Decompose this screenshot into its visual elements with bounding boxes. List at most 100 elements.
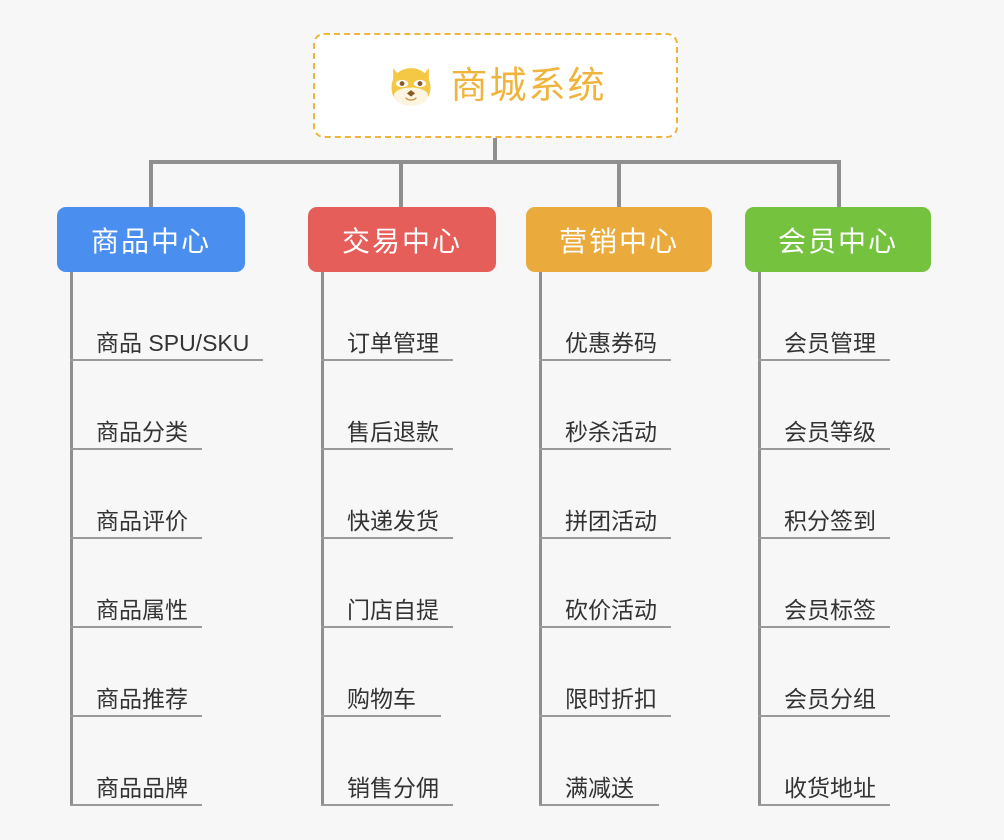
category-column-marketing: 营销中心 优惠券码 秒杀活动 拼团活动 砍价活动 — [526, 207, 746, 806]
category-header-label: 交易中心 — [341, 225, 462, 257]
list-item[interactable]: 商品分类 — [70, 361, 277, 450]
leaf-label: 收货地址 — [784, 774, 876, 801]
leaf-underline — [539, 448, 671, 450]
list-item[interactable]: 门店自提 — [321, 539, 528, 628]
leaf-underline — [539, 804, 659, 806]
leaf-label: 商品推荐 — [96, 685, 188, 712]
leaf-list-member: 会员管理 会员等级 积分签到 会员标签 会员分组 — [758, 272, 965, 806]
leaf-underline — [70, 359, 263, 361]
leaf-underline — [758, 626, 890, 628]
leaf-underline — [321, 448, 453, 450]
list-item[interactable]: 优惠券码 — [539, 272, 746, 361]
list-item[interactable]: 售后退款 — [321, 361, 528, 450]
leaf-label: 快递发货 — [347, 507, 439, 534]
list-item[interactable]: 商品 SPU/SKU — [70, 272, 277, 361]
leaf-underline — [70, 626, 202, 628]
category-header-trade[interactable]: 交易中心 — [308, 207, 496, 272]
category-header-label: 会员中心 — [777, 225, 898, 257]
category-column-member: 会员中心 会员管理 会员等级 积分签到 会员标签 — [745, 207, 965, 806]
leaf-label: 门店自提 — [347, 596, 439, 623]
root-node[interactable]: 商城系统 — [313, 33, 678, 138]
list-item[interactable]: 限时折扣 — [539, 628, 746, 717]
leaf-label: 销售分佣 — [347, 774, 439, 801]
leaf-underline — [539, 715, 671, 717]
leaf-list-marketing: 优惠券码 秒杀活动 拼团活动 砍价活动 限时折扣 — [539, 272, 746, 806]
category-column-trade: 交易中心 订单管理 售后退款 快递发货 门店自提 — [308, 207, 528, 806]
leaf-trunk-line — [70, 272, 73, 806]
list-item[interactable]: 砍价活动 — [539, 539, 746, 628]
leaf-underline — [758, 715, 890, 717]
leaf-label: 售后退款 — [347, 418, 439, 445]
list-item[interactable]: 收货地址 — [758, 717, 965, 806]
list-item[interactable]: 快递发货 — [321, 450, 528, 539]
root-stem-line — [493, 138, 497, 164]
leaf-list-product: 商品 SPU/SKU 商品分类 商品评价 商品属性 商品推荐 — [70, 272, 277, 806]
root-title: 商城系统 — [450, 65, 607, 106]
leaf-underline — [758, 804, 890, 806]
leaf-label: 积分签到 — [784, 507, 876, 534]
leaf-label: 秒杀活动 — [565, 418, 657, 445]
leaf-label: 优惠券码 — [565, 329, 657, 356]
list-item[interactable]: 会员等级 — [758, 361, 965, 450]
connector-drop-0 — [149, 160, 153, 207]
category-header-label: 商品中心 — [90, 225, 211, 257]
category-header-label: 营销中心 — [558, 225, 679, 257]
list-item[interactable]: 会员管理 — [758, 272, 965, 361]
leaf-label: 会员标签 — [784, 596, 876, 623]
leaf-label: 订单管理 — [347, 329, 439, 356]
leaf-label: 会员等级 — [784, 418, 876, 445]
leaf-trunk-line — [539, 272, 542, 806]
connector-drop-2 — [617, 160, 621, 207]
leaf-underline — [321, 626, 453, 628]
category-header-marketing[interactable]: 营销中心 — [526, 207, 712, 272]
leaf-underline — [70, 804, 202, 806]
leaf-underline — [758, 537, 890, 539]
connector-drop-3 — [837, 160, 841, 207]
list-item[interactable]: 秒杀活动 — [539, 361, 746, 450]
list-item[interactable]: 积分签到 — [758, 450, 965, 539]
leaf-underline — [70, 715, 202, 717]
leaf-underline — [539, 359, 671, 361]
leaf-trunk-line — [321, 272, 324, 806]
list-item[interactable]: 商品推荐 — [70, 628, 277, 717]
leaf-label: 砍价活动 — [565, 596, 657, 623]
list-item[interactable]: 会员分组 — [758, 628, 965, 717]
leaf-underline — [758, 448, 890, 450]
leaf-trunk-line — [758, 272, 761, 806]
leaf-label: 商品属性 — [96, 596, 188, 623]
list-item[interactable]: 商品品牌 — [70, 717, 277, 806]
shiba-dog-face-icon — [391, 67, 430, 105]
leaf-label: 会员管理 — [784, 329, 876, 356]
leaf-label: 拼团活动 — [565, 507, 657, 534]
category-header-member[interactable]: 会员中心 — [745, 207, 931, 272]
category-header-product[interactable]: 商品中心 — [57, 207, 245, 272]
leaf-label: 会员分组 — [784, 685, 876, 712]
connector-bus-line — [149, 160, 841, 164]
leaf-underline — [539, 537, 671, 539]
category-column-product: 商品中心 商品 SPU/SKU 商品分类 商品评价 商品属性 — [57, 207, 277, 806]
leaf-underline — [70, 537, 202, 539]
leaf-label: 商品 SPU/SKU — [96, 329, 250, 356]
leaf-label: 商品品牌 — [96, 774, 188, 801]
list-item[interactable]: 拼团活动 — [539, 450, 746, 539]
leaf-label: 商品分类 — [96, 418, 188, 445]
connector-drop-1 — [399, 160, 403, 207]
list-item[interactable]: 商品评价 — [70, 450, 277, 539]
leaf-underline — [321, 537, 453, 539]
leaf-underline — [321, 359, 453, 361]
list-item[interactable]: 会员标签 — [758, 539, 965, 628]
leaf-underline — [539, 626, 671, 628]
leaf-underline — [70, 448, 202, 450]
leaf-underline — [321, 804, 453, 806]
leaf-underline — [758, 359, 890, 361]
list-item[interactable]: 订单管理 — [321, 272, 528, 361]
category-columns: 商品中心 商品 SPU/SKU 商品分类 商品评价 商品属性 — [0, 207, 1004, 840]
list-item[interactable]: 销售分佣 — [321, 717, 528, 806]
leaf-label: 满减送 — [565, 774, 634, 801]
leaf-label: 限时折扣 — [565, 685, 657, 712]
list-item[interactable]: 商品属性 — [70, 539, 277, 628]
leaf-list-trade: 订单管理 售后退款 快递发货 门店自提 购物车 — [321, 272, 528, 806]
list-item[interactable]: 满减送 — [539, 717, 746, 806]
list-item[interactable]: 购物车 — [321, 628, 528, 717]
